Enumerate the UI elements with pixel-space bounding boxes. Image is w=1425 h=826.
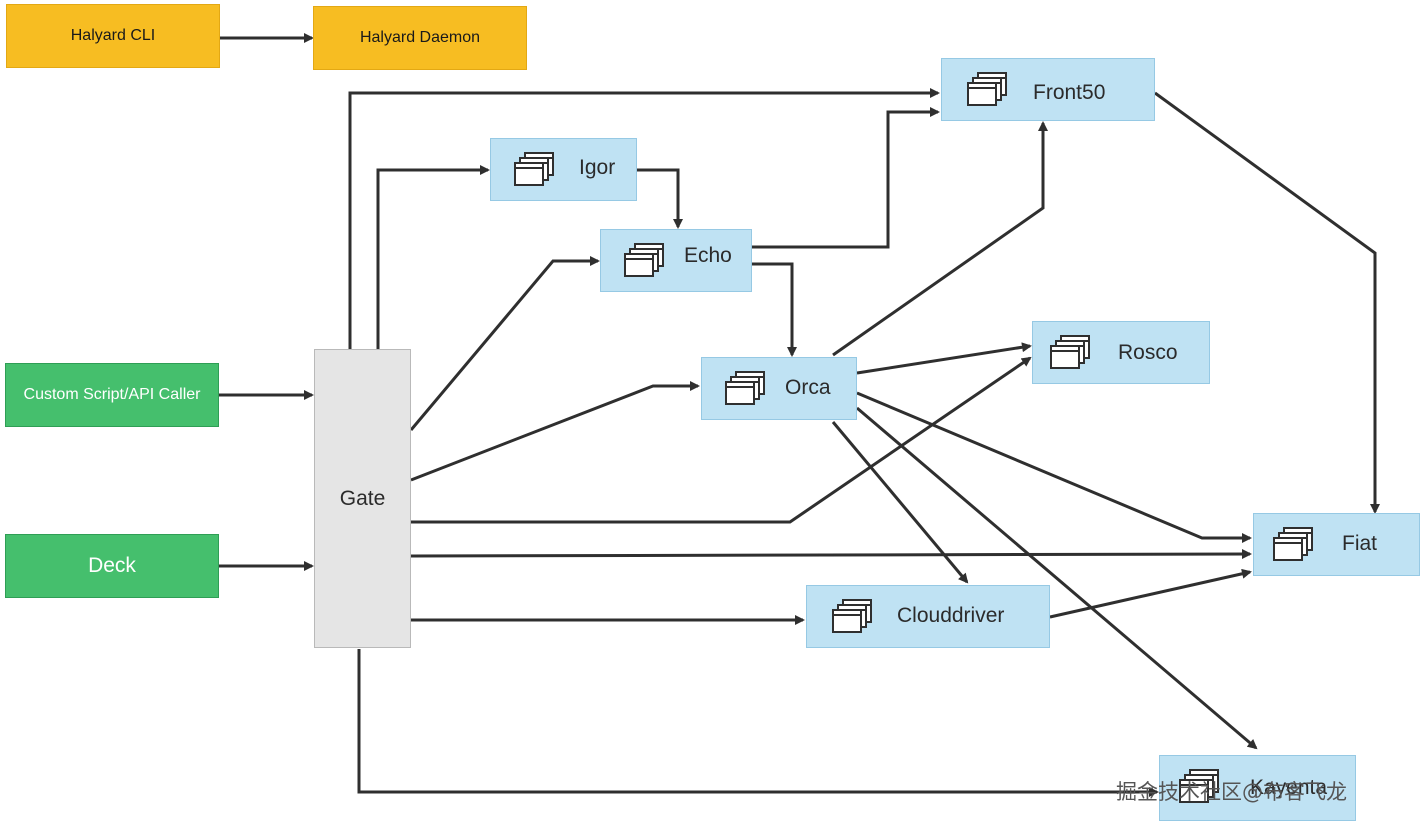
node-label: Halyard CLI (70, 27, 156, 44)
node-label: Echo (684, 244, 732, 267)
edge-gate-front50 (348, 88, 940, 349)
node-label: Front50 (1033, 81, 1106, 104)
node-halyard-daemon: Halyard Daemon (313, 6, 527, 70)
node-label: Gate (339, 486, 386, 510)
watermark: 掘金技术社区@布客飞龙 (1116, 780, 1347, 804)
edge-orca-rosco (856, 342, 1032, 375)
edge-gate-kayenta (357, 649, 1159, 797)
node-label: Clouddriver (897, 604, 1005, 627)
node-front50: Front50 (941, 58, 1155, 121)
node-gate: Gate (314, 349, 411, 648)
edge-gate-echo (409, 256, 600, 431)
node-label: Halyard Daemon (359, 29, 481, 46)
window-stack-icon (1178, 768, 1220, 804)
edge-front50-fiat (1154, 91, 1380, 514)
node-clouddriver: Clouddriver (806, 585, 1050, 648)
edge-orca-fiat (856, 391, 1252, 543)
edge-echo-orca (752, 262, 797, 357)
node-halyard-cli: Halyard CLI (6, 4, 220, 68)
node-label: Kayenta (1250, 776, 1328, 799)
edge-echo-front50 (752, 107, 940, 249)
window-stack-icon (966, 71, 1008, 107)
node-label: Fiat (1342, 532, 1378, 555)
edge-orca-kayenta (856, 406, 1258, 750)
node-label: Orca (785, 376, 831, 399)
edge-gate-igor (376, 165, 490, 349)
edge-igor-echo (637, 168, 683, 229)
node-deck: Deck (5, 534, 219, 598)
node-label: Igor (579, 156, 616, 179)
node-label: Custom Script/API Caller (23, 386, 201, 403)
edge-orca-clouddriver (831, 421, 969, 584)
window-stack-icon (831, 598, 873, 634)
node-echo: Echo (600, 229, 752, 292)
edge-gate-rosco (411, 356, 1032, 524)
edge-orca-front50 (832, 121, 1048, 357)
window-stack-icon (724, 370, 766, 406)
node-fiat: Fiat (1253, 513, 1420, 576)
node-orca: Orca (701, 357, 857, 420)
edge-gate-orca (410, 381, 700, 482)
edge-clouddriver-fiat (1049, 568, 1252, 619)
node-label: Deck (88, 554, 136, 577)
window-stack-icon (1272, 526, 1314, 562)
node-custom-script: Custom Script/API Caller (5, 363, 219, 427)
window-stack-icon (513, 151, 555, 187)
node-label: Rosco (1118, 341, 1178, 364)
node-kayenta: Kayenta (1159, 755, 1356, 821)
window-stack-icon (1049, 334, 1091, 370)
edge-gate-fiat (410, 549, 1252, 560)
node-rosco: Rosco (1032, 321, 1210, 384)
node-igor: Igor (490, 138, 637, 201)
window-stack-icon (623, 242, 665, 278)
